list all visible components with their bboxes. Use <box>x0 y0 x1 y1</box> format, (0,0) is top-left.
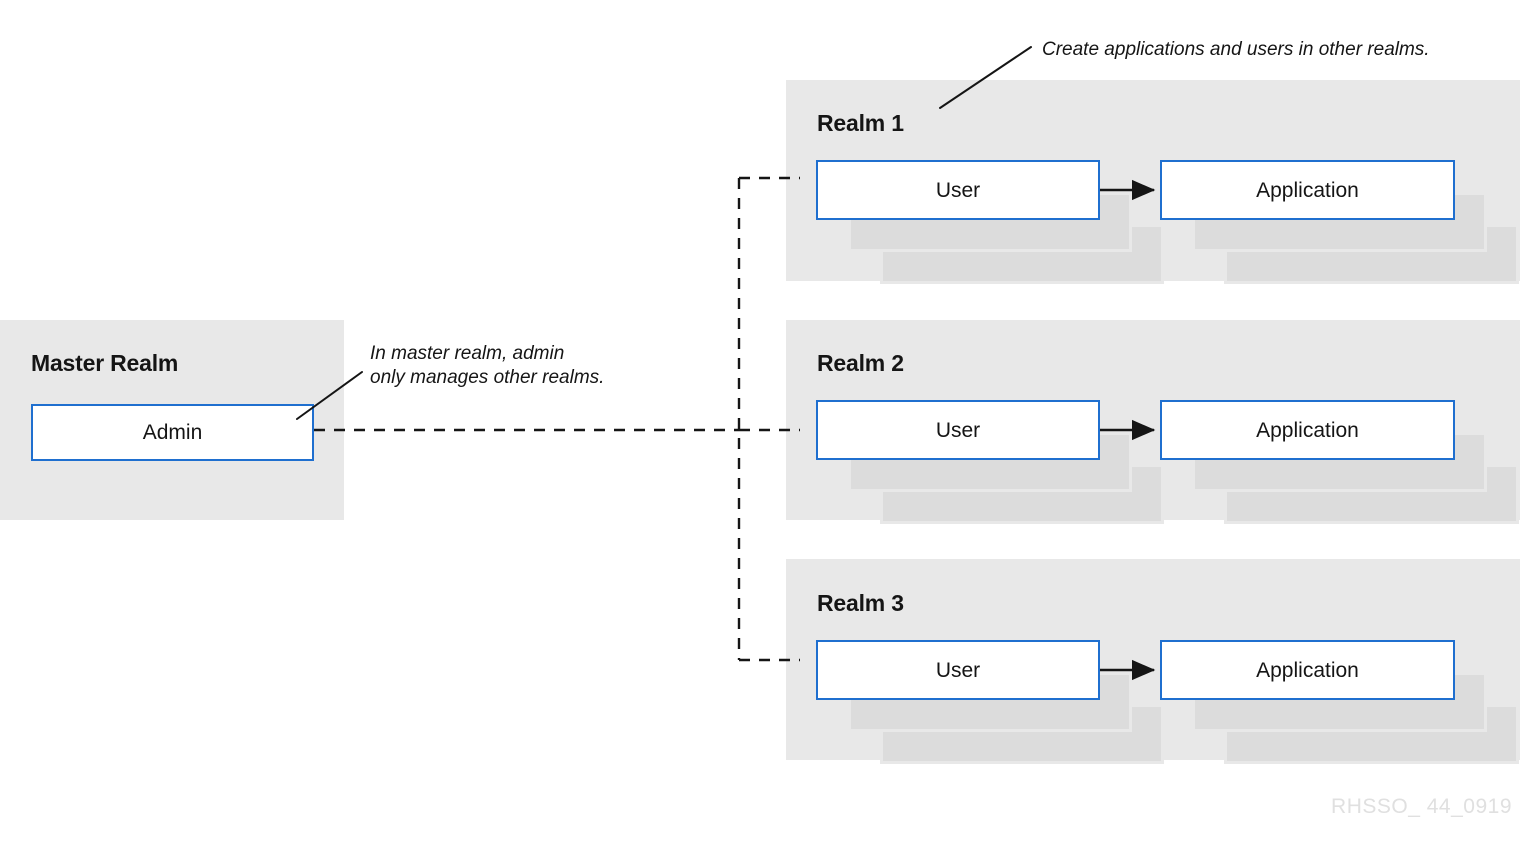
figure-id-label: RHSSO_ 44_0919 <box>1331 795 1512 818</box>
realm-3-user-face: User <box>816 640 1100 700</box>
realm-1-entity-user[interactable]: User <box>816 160 1164 284</box>
realm-3-entity-user[interactable]: User <box>816 640 1164 764</box>
realm-2-application-face: Application <box>1160 400 1455 460</box>
annotation-master-realm-admin: In master realm, admin only manages othe… <box>370 343 605 389</box>
realm-3-entity-application[interactable]: Application <box>1160 640 1519 764</box>
realm-2-title: Realm 2 <box>817 350 904 376</box>
entity-admin-label: Admin <box>142 421 203 444</box>
master-realm-title: Master Realm <box>31 350 179 376</box>
realm-1-title: Realm 1 <box>817 110 904 136</box>
realm-1-application-face: Application <box>1160 160 1455 220</box>
realm-1-entity-application[interactable]: Application <box>1160 160 1519 284</box>
realm-2-application-label: Application <box>1256 418 1359 442</box>
realm-3-title: Realm 3 <box>817 590 904 616</box>
realm-1-user-face: User <box>816 160 1100 220</box>
realm-2-entity-user[interactable]: User <box>816 400 1164 524</box>
realm-3-application-face: Application <box>1160 640 1455 700</box>
realm-3-application-label: Application <box>1256 658 1359 682</box>
realm-1-user-label: User <box>935 178 981 202</box>
entity-admin[interactable]: Admin <box>31 404 314 461</box>
realm-2-entity-application[interactable]: Application <box>1160 400 1519 524</box>
realm-1-application-label: Application <box>1256 178 1359 202</box>
realm-2-user-face: User <box>816 400 1100 460</box>
realm-2-user-label: User <box>935 418 981 442</box>
entity-admin-face: Admin <box>31 404 314 461</box>
annotation-create-applications: Create applications and users in other r… <box>1042 39 1430 60</box>
realm-3-user-label: User <box>935 658 981 682</box>
